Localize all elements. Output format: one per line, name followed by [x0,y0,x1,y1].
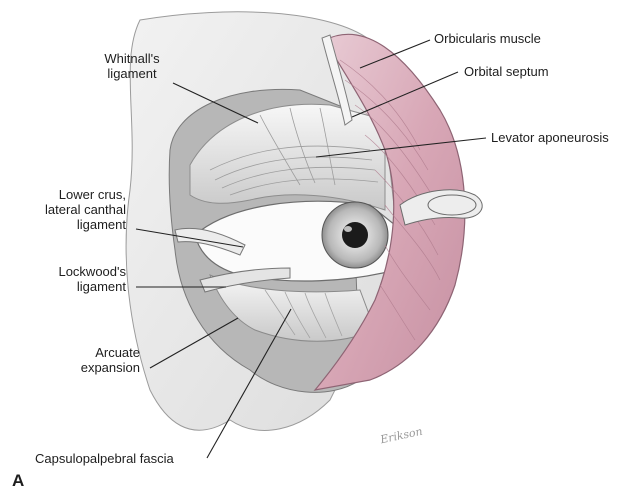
aponeurosis-fibers [209,107,379,196]
label-levator-aponeurosis: Levator aponeurosis [491,130,609,145]
label-arcuate-line2: expansion [80,360,140,375]
pupil-highlight [344,226,352,232]
panel-letter: A [12,471,25,490]
label-lower-crus-line3: ligament [76,217,126,232]
label-whitnalls-ligament: Whitnall's ligament [92,51,172,81]
label-whitnalls-line2: ligament [107,66,157,81]
label-lower-crus-line2: lateral canthal [45,202,126,217]
label-whitnalls-line1: Whitnall's [104,51,160,66]
label-orbital-septum: Orbital septum [464,64,549,79]
label-lower-crus: Lower crus, lateral canthal ligament [20,187,126,232]
lower-fibers [264,289,343,339]
label-arcuate-line1: Arcuate [95,345,140,360]
label-orbicularis-muscle: Orbicularis muscle [434,31,541,46]
orbital-septum-shape [321,34,353,126]
pupil [342,222,368,248]
label-capsulopalpebral-fascia: Capsulopalpebral fascia [35,451,174,466]
leader-lines [135,39,487,459]
medial-canthal-tendon [399,189,483,226]
label-lockwoods-ligament: Lockwood's ligament [30,264,126,294]
medial-ring [427,194,477,216]
orbicularis-muscle-shape [313,33,466,391]
label-lower-crus-line1: Lower crus, [58,187,126,202]
label-lockwoods-line1: Lockwood's [58,264,126,279]
label-arcuate-expansion: Arcuate expansion [60,345,140,375]
label-lockwoods-line2: ligament [76,279,126,294]
